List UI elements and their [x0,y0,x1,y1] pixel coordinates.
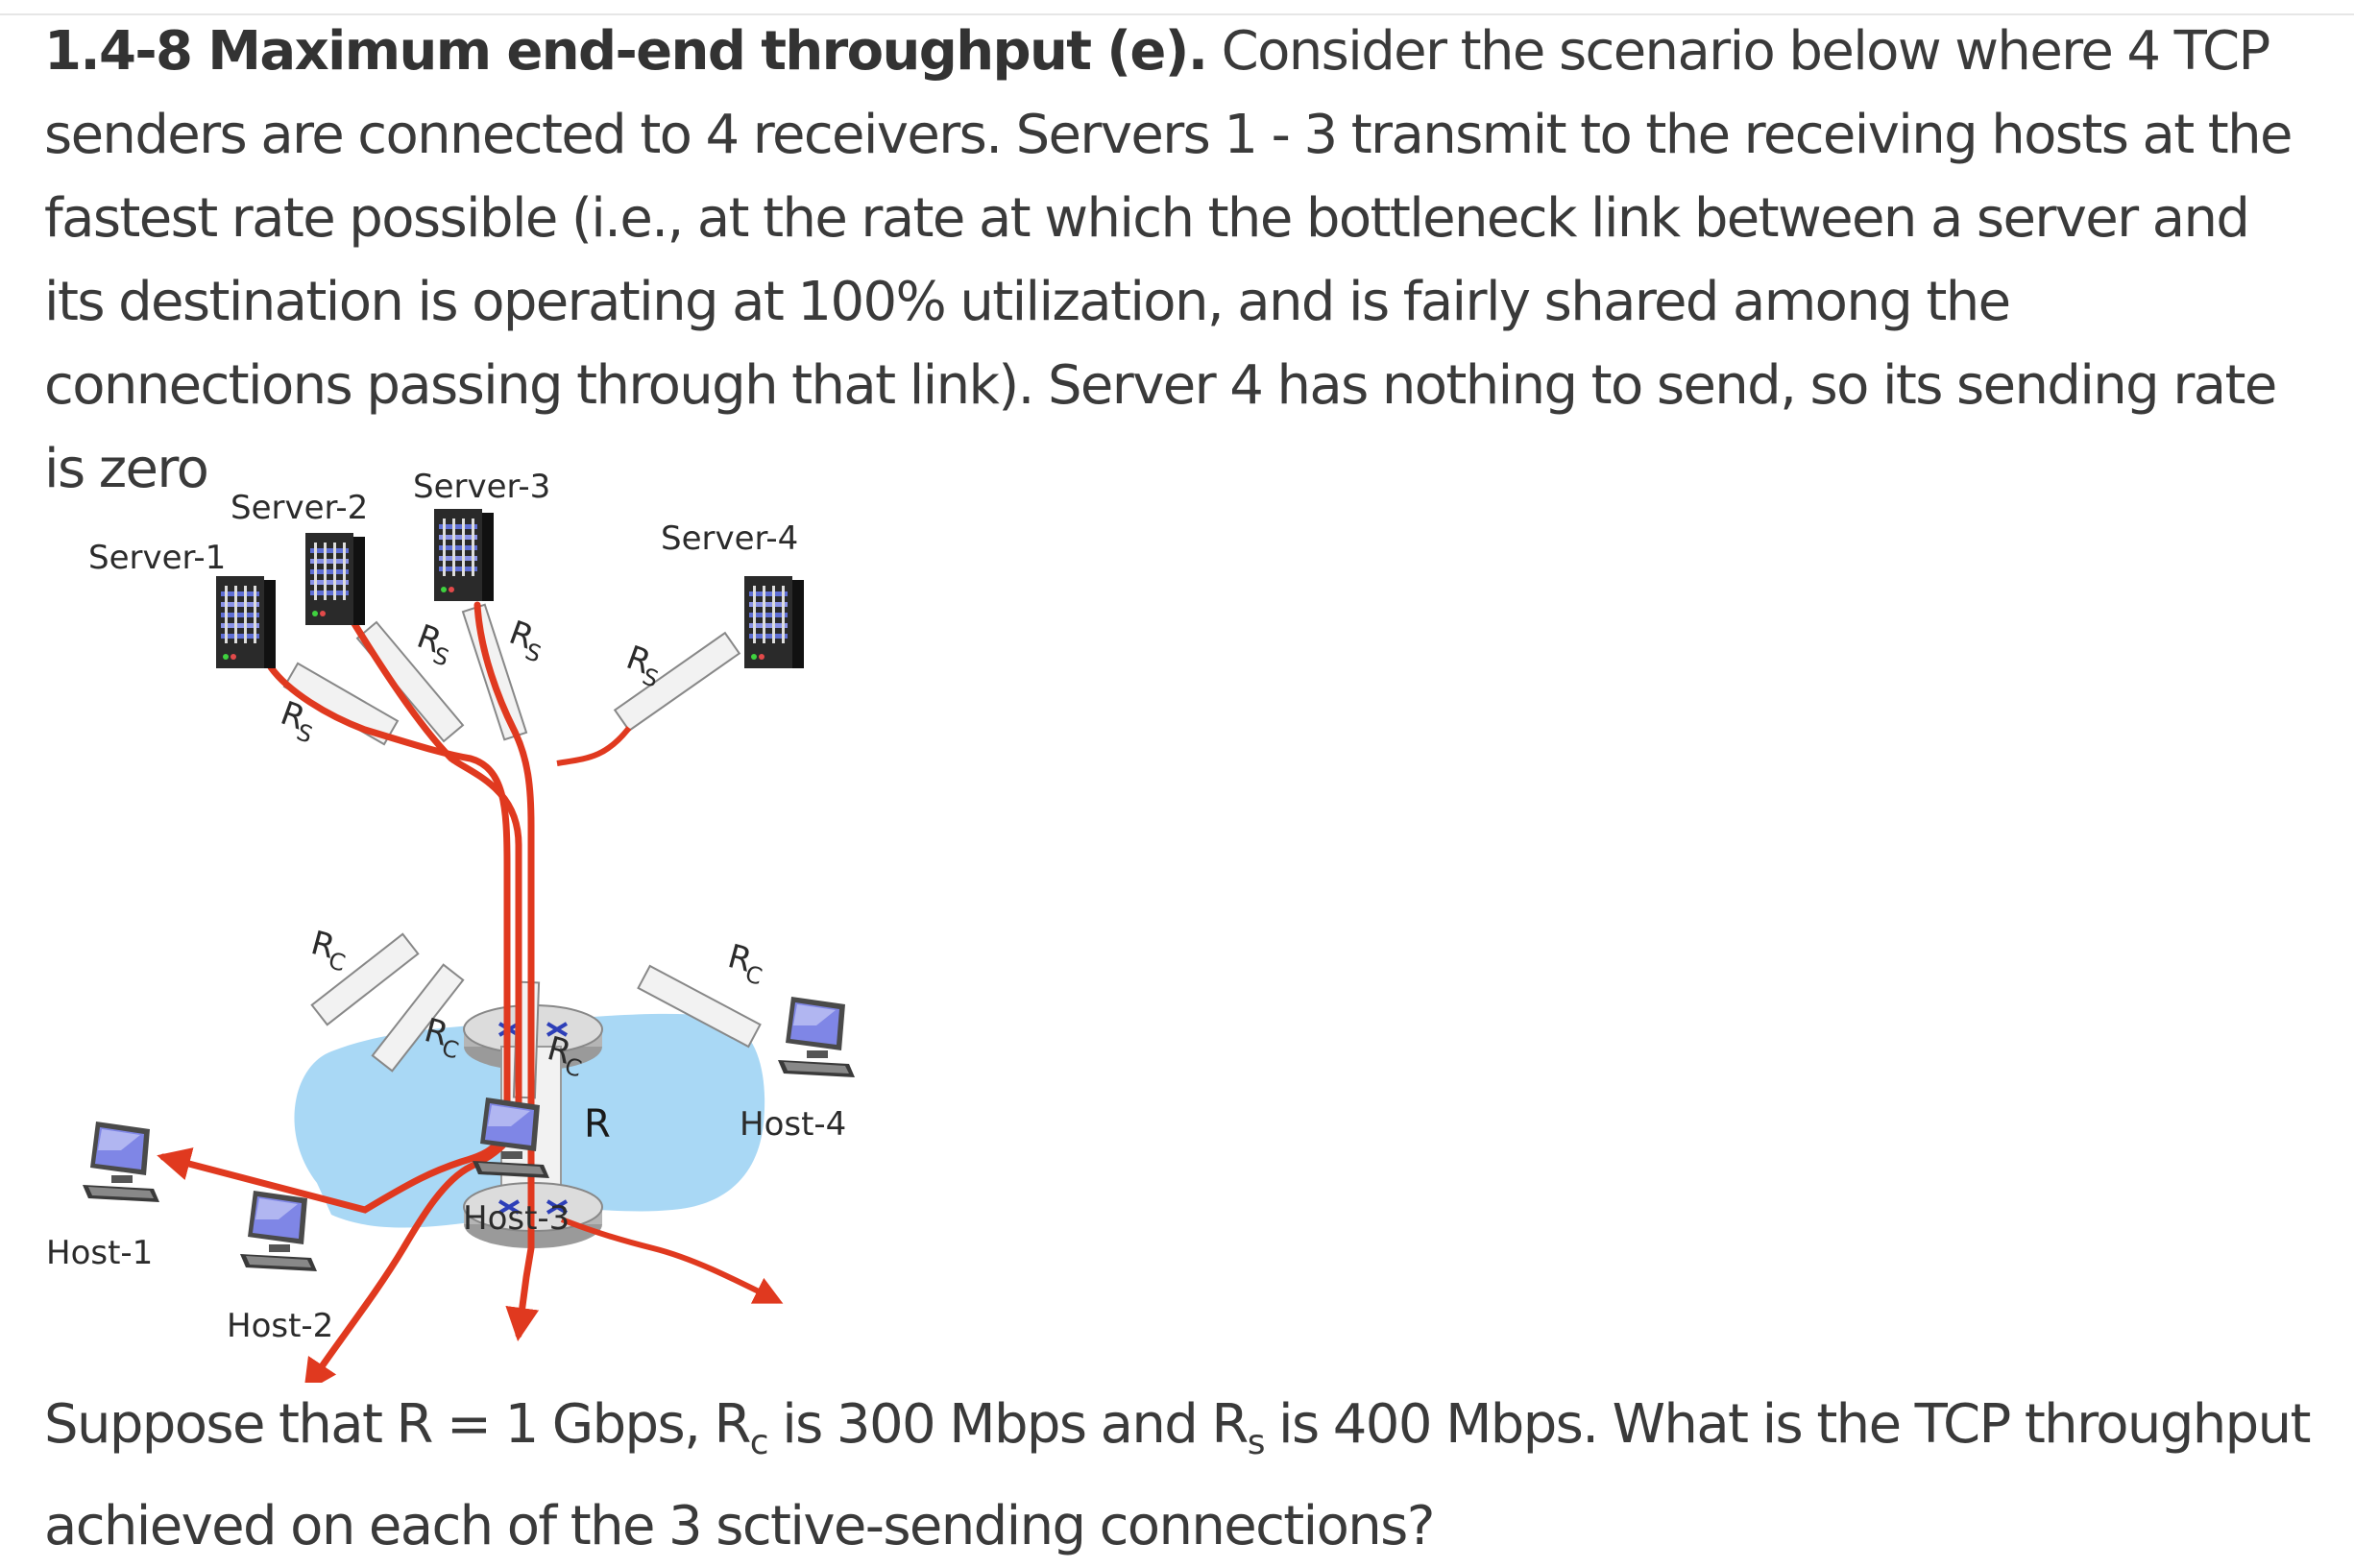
host-1-icon [83,1122,159,1202]
host-1-label: Host-1 [46,1234,153,1272]
server-3-icon [434,509,494,601]
server-3-label: Server-3 [413,468,550,506]
host-3-label: Host-3 [463,1199,570,1238]
link-host4 [637,964,762,1049]
label-rc-host4: R C [724,937,765,990]
host-2-label: Host-2 [227,1307,333,1345]
label-r-core: R [584,1102,611,1146]
svg-text:C: C [742,960,764,990]
problem-body: Consider the scenario below where 4 TCP … [44,20,2293,500]
label-rc-host2: R C [421,1011,462,1064]
network-diagram: Server-1 Server-2 Server-3 Server-4 Host… [46,468,855,1383]
server-1-icon [216,576,276,668]
server-2-label: Server-2 [231,489,368,527]
label-rs-server3: R S [504,614,545,668]
svg-text:C: C [562,1052,584,1082]
subscript-c: c [749,1423,769,1463]
subscript-s: s [1247,1423,1266,1463]
label-rs-server2: R S [412,617,452,672]
top-divider [0,0,2354,15]
label-rc-host3: R C [544,1029,585,1082]
link-server4 [613,631,741,733]
server-4-label: Server-4 [661,519,798,558]
host-4-icon [778,997,855,1077]
svg-text:C: C [439,1034,461,1064]
question-text: Suppose that R = 1 Gbps, Rc is 300 Mbps … [44,1393,2311,1558]
link-host1 [310,932,420,1026]
label-rc-host1: R C [307,924,349,977]
problem-title: 1.4-8 Maximum end-end throughput (e). [44,20,1208,83]
server-4-icon [744,576,804,668]
link-host2 [371,963,465,1073]
svg-text:C: C [326,947,348,977]
flow-server3-host3 [473,601,540,1341]
host-2-icon [240,1191,317,1271]
host-4-label: Host-4 [740,1105,846,1144]
server-1-label: Server-1 [88,539,226,577]
server-2-icon [305,533,365,625]
problem-text: 1.4-8 Maximum end-end throughput (e). Co… [44,10,2311,511]
